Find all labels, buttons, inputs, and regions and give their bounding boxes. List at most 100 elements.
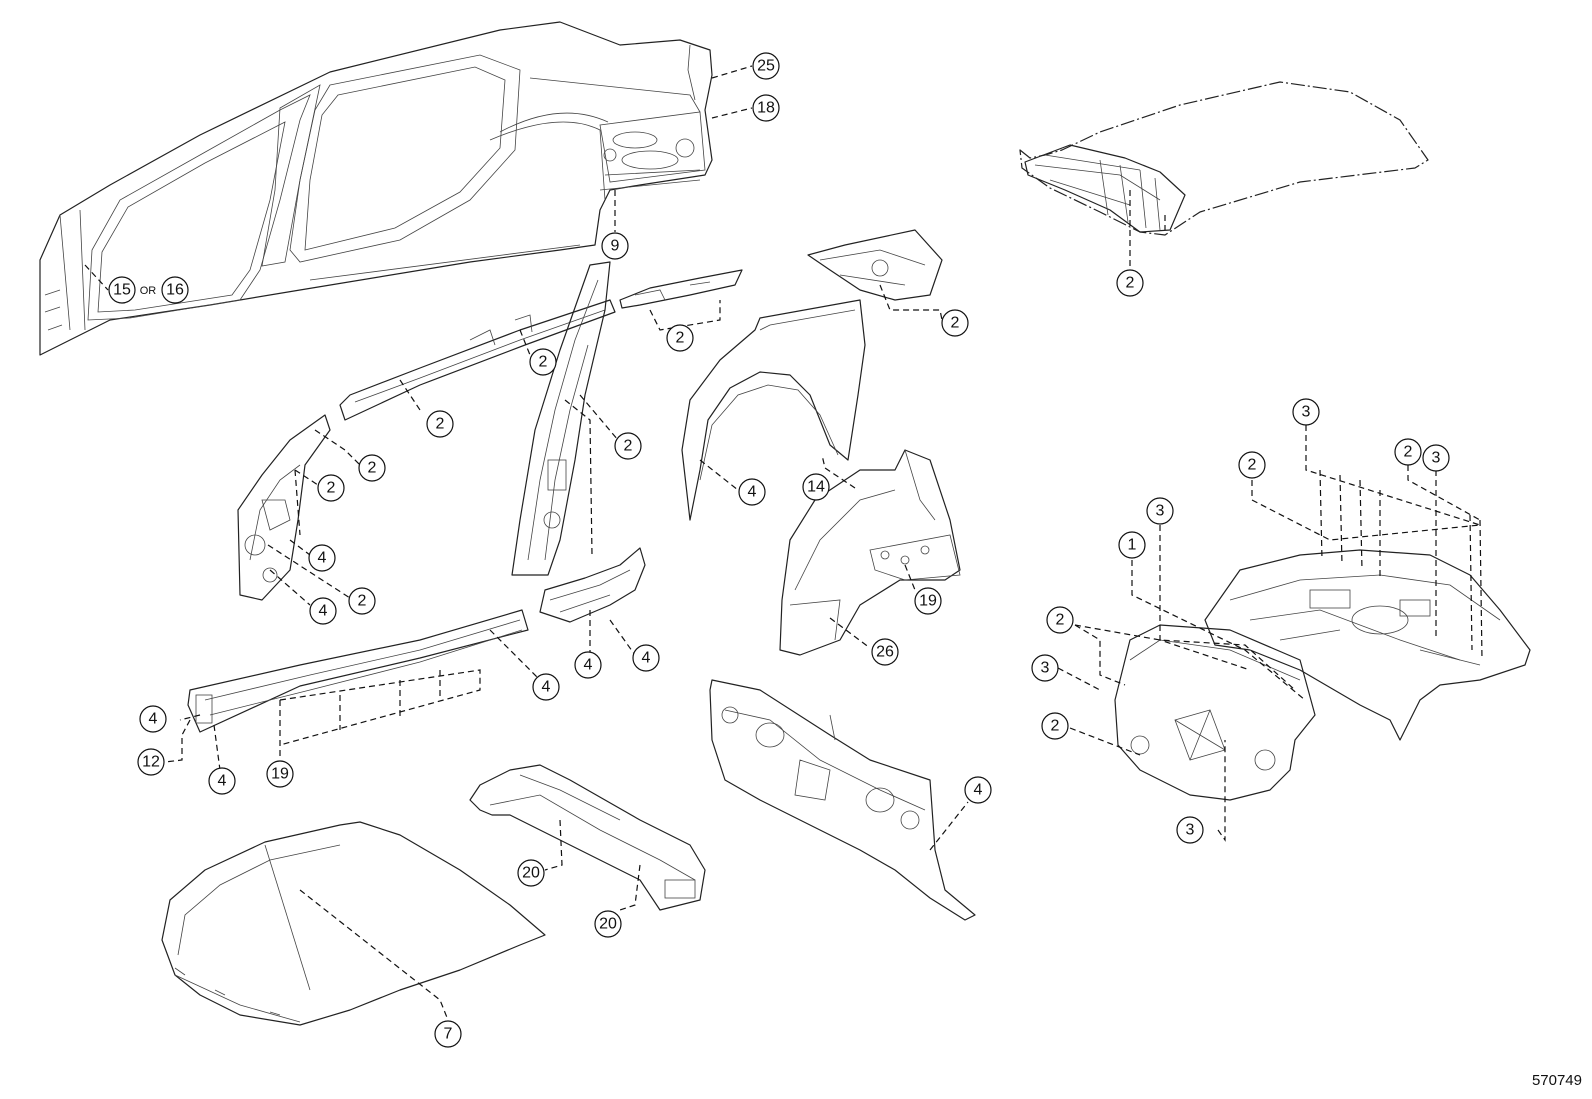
svg-text:2: 2 [368,460,377,477]
roof-side-rail [339,269,743,421]
callout-18: 18 [752,94,780,122]
callout-19-rocker: 19 [266,760,294,788]
svg-text:12: 12 [142,754,160,771]
svg-text:2: 2 [1404,444,1413,461]
svg-text:18: 18 [757,100,775,117]
svg-text:20: 20 [599,916,617,933]
rear-wheel-housing [779,449,961,656]
svg-text:14: 14 [807,479,825,496]
callout-9: 9 [601,232,629,260]
callout-4-front-pillar-b: 4 [309,597,337,625]
callout-12: 12 [137,748,165,776]
svg-text:3: 3 [1432,450,1441,467]
svg-text:19: 19 [271,766,289,783]
diagram-reference-code: 570749 [1531,1072,1582,1089]
callout-3-floor-right: 3 [1422,444,1450,472]
callout-2-rail-mid: 2 [529,348,557,376]
svg-text:2: 2 [1126,275,1135,292]
callout-2-front-pillar-b: 2 [317,474,345,502]
callout-4-dash: 4 [964,776,992,804]
svg-text:2: 2 [327,480,336,497]
svg-text:26: 26 [876,644,894,661]
svg-text:2: 2 [539,354,548,371]
callout-2-front-pillar-c: 2 [348,587,376,615]
front-pillar-reinforcement [237,414,331,601]
callout-2-floor-right: 2 [1394,438,1422,466]
leader-lines [84,65,1483,1021]
center-pillar [511,261,611,576]
or-label: OR [140,285,157,297]
callouts: 25 18 9 15 OR 16 2 2 2 2 2 2 2 2 2 4 4 4… [108,52,1450,1048]
rear-wheel-arch [681,299,866,521]
dash-panel [709,679,976,921]
svg-text:20: 20 [522,865,540,882]
body-side-outer-panel [39,21,713,356]
svg-text:7: 7 [444,1026,453,1043]
rear-upper-panel [807,229,943,301]
svg-text:9: 9 [611,238,620,255]
svg-text:25: 25 [757,58,775,75]
svg-text:2: 2 [951,315,960,332]
svg-text:3: 3 [1041,660,1050,677]
svg-text:2: 2 [676,330,685,347]
svg-text:4: 4 [748,484,757,501]
callout-15: 15 [108,276,136,304]
svg-text:4: 4 [974,782,983,799]
callout-25: 25 [752,52,780,80]
callout-4-front-pillar-a: 4 [308,544,336,572]
rear-panel [1114,624,1316,801]
callout-2-front-pillar-a: 2 [358,454,386,482]
svg-text:4: 4 [149,711,158,728]
svg-text:3: 3 [1302,404,1311,421]
roof-panel [1019,81,1429,236]
callout-3-floor-top: 3 [1292,398,1320,426]
svg-text:1: 1 [1128,537,1137,554]
callout-2-rear-panel-lower: 2 [1041,712,1069,740]
callout-16: 16 [161,276,189,304]
svg-text:15: 15 [113,282,131,299]
callout-7: 7 [434,1020,462,1048]
svg-text:4: 4 [318,550,327,567]
callout-19-housing: 19 [914,587,942,615]
callout-2-rail-front: 2 [426,410,454,438]
callout-2-rail-rear: 2 [666,324,694,352]
svg-text:2: 2 [624,438,633,455]
rocker-sill [187,609,529,733]
callout-2-rear-upper: 2 [941,309,969,337]
svg-text:4: 4 [642,650,651,667]
svg-text:2: 2 [1056,612,1065,629]
svg-text:4: 4 [584,657,593,674]
callout-3-rear-panel-top: 3 [1146,497,1174,525]
callout-2-center-pillar: 2 [614,432,642,460]
callout-4-floor-member-b: 4 [632,644,660,672]
callout-14: 14 [802,473,830,501]
rear-floor-side-member [539,547,646,623]
svg-text:4: 4 [319,603,328,620]
callout-3-rear-panel-left: 3 [1031,654,1059,682]
svg-text:2: 2 [1051,718,1060,735]
svg-text:2: 2 [358,593,367,610]
callout-26: 26 [871,638,899,666]
svg-text:3: 3 [1156,503,1165,520]
cowl-top-panel [469,764,706,911]
svg-text:2: 2 [1248,457,1257,474]
callout-4-rocker-lower: 4 [208,767,236,795]
callout-4-rocker: 4 [532,673,560,701]
svg-text:3: 3 [1186,822,1195,839]
callout-3-rear-panel-bottom: 3 [1176,816,1204,844]
hood-panel [161,821,546,1026]
svg-text:19: 19 [919,593,937,610]
svg-text:4: 4 [542,679,551,696]
callout-2-floor-left: 2 [1238,451,1266,479]
callout-4-floor-member-a: 4 [574,651,602,679]
callout-2-rear-panel-upper: 2 [1046,606,1074,634]
callout-4-rocker-front: 4 [139,705,167,733]
callout-1: 1 [1118,531,1146,559]
callout-4-wheel-arch: 4 [738,478,766,506]
svg-text:16: 16 [166,282,184,299]
callout-2-roof: 2 [1116,269,1144,297]
svg-text:2: 2 [436,416,445,433]
callout-20-upper: 20 [517,859,545,887]
callout-20-lower: 20 [594,910,622,938]
